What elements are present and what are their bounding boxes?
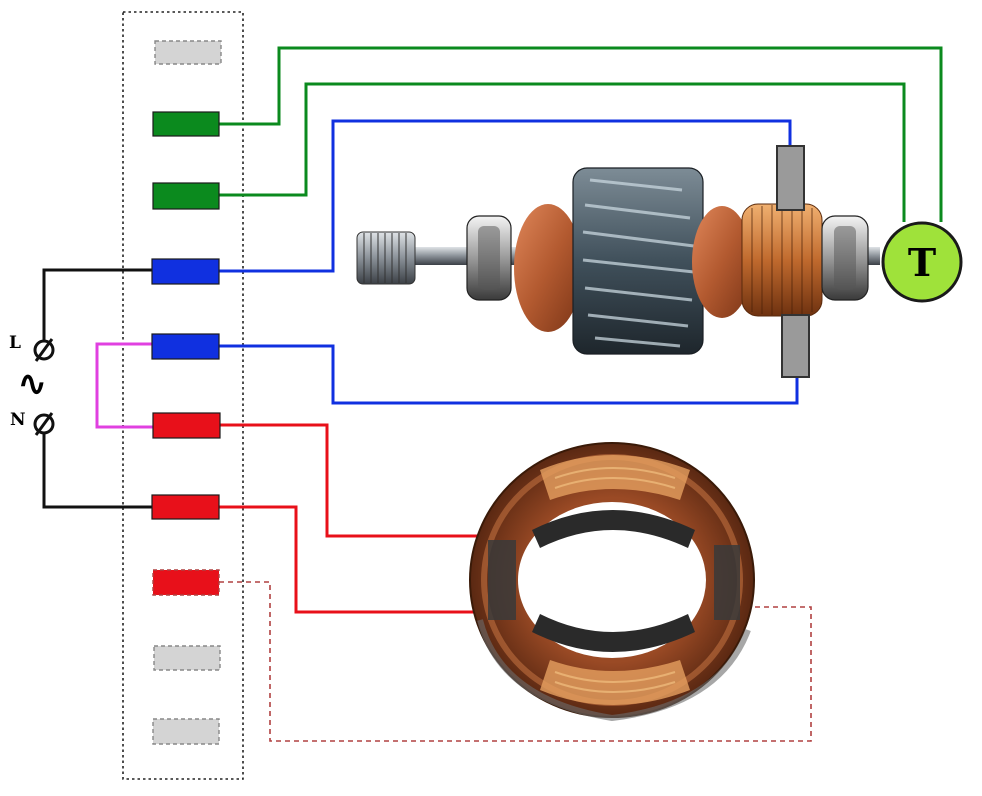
terminal-3 [152, 182, 220, 210]
green-wire-2 [219, 82, 906, 222]
terminal-8 [152, 569, 220, 596]
terminal-10 [152, 718, 220, 745]
stator-field-coil [469, 442, 755, 722]
terminal-7 [151, 494, 220, 520]
red-wire-1 [220, 423, 484, 538]
tacho-label: T [908, 240, 936, 285]
bottom-brush [781, 314, 810, 378]
line-label: L [9, 333, 21, 353]
black-wire-line [42, 268, 152, 340]
terminal-2 [152, 111, 220, 137]
neutral-label: N [10, 410, 26, 430]
blue-wire-1 [219, 119, 792, 273]
armature-rotor [356, 167, 880, 355]
terminal-block-frame [122, 11, 244, 780]
terminal-6 [152, 412, 221, 439]
black-wire-neutral [42, 432, 152, 509]
line-terminal-icon [33, 338, 55, 362]
terminal-9 [153, 645, 221, 671]
tachogenerator: T [881, 221, 963, 303]
terminal-4 [151, 258, 220, 285]
dashed-red-wire [219, 581, 812, 742]
blue-wire-2 [219, 344, 799, 405]
green-wire-1 [219, 46, 943, 222]
ac-symbol: ∿ [18, 364, 47, 404]
red-wire-2 [219, 505, 484, 614]
magenta-jumper-wire [95, 342, 154, 429]
neutral-terminal-icon [33, 412, 55, 436]
top-brush [776, 145, 805, 211]
terminal-5 [151, 333, 220, 360]
terminal-1 [154, 40, 222, 65]
